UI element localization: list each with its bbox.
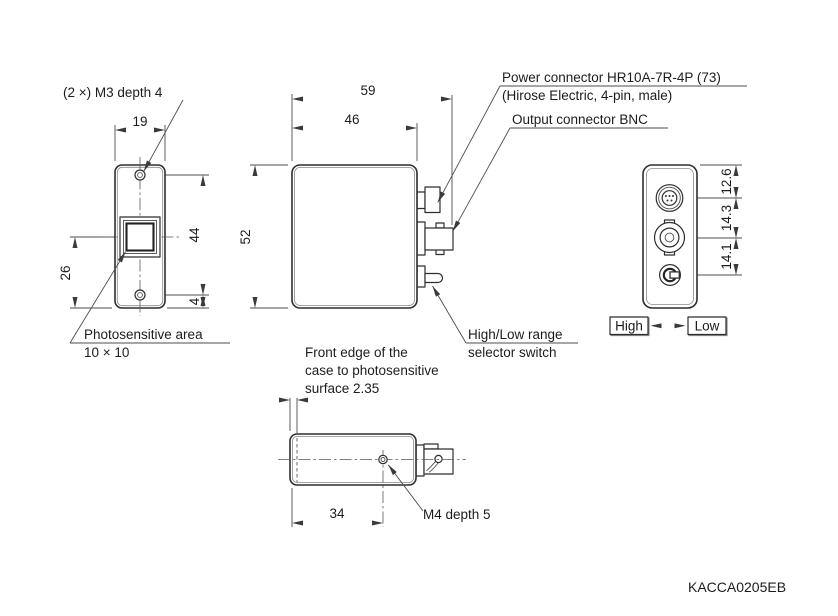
dim-text-14-1: 14.1 (719, 243, 734, 269)
top-view: Front edge of the case to photosensitive… (278, 345, 491, 527)
side-body-outline (291, 164, 418, 309)
note-front-edge-line1: Front edge of the (305, 345, 408, 360)
dim-text-12-6: 12.6 (719, 168, 734, 194)
label-low: Low (695, 319, 720, 334)
m4-hole (378, 454, 388, 465)
pin-dot (672, 195, 674, 197)
power-connector-side (416, 186, 441, 214)
leader-photosensitive (69, 251, 126, 344)
mounting-hole-bottom (134, 289, 146, 301)
dim-text-34: 34 (329, 506, 345, 521)
rear-body-chamfer (646, 168, 694, 305)
label-photosensitive-size: 10 × 10 (84, 345, 129, 360)
dim-text-26: 26 (58, 265, 73, 280)
top-body-chamfer (291, 435, 414, 483)
switch-lever-top (426, 461, 436, 472)
label-m3-depth: (2 ×) M3 depth 4 (63, 85, 163, 100)
dim-text-4: 4 (187, 297, 202, 305)
pin-dot (668, 195, 671, 197)
rear-view: 12.6 14.3 14.1 High Low (609, 164, 742, 336)
switch-lever-top (428, 462, 439, 473)
leader-range-switch (432, 285, 467, 344)
photosensitive-window (119, 216, 161, 258)
high-low-legend: High Low (609, 316, 727, 336)
side-body-chamfer (293, 166, 415, 306)
pin-dot (666, 199, 669, 202)
label-m4-depth: M4 depth 5 (423, 507, 491, 522)
dim-text-59: 59 (360, 83, 375, 98)
front-view: (2 ×) M3 depth 4 19 44 4 26 Photosensiti… (58, 85, 230, 360)
bnc-connector-rear (653, 219, 686, 256)
range-switch-side (416, 265, 444, 288)
mounting-hole-top (134, 169, 146, 181)
note-front-edge-line3: surface 2.35 (305, 381, 379, 396)
dim-text-14-3: 14.3 (719, 205, 734, 231)
label-photosensitive-area: Photosensitive area (84, 327, 203, 342)
switch-knob-top (434, 454, 443, 464)
label-high: High (615, 319, 643, 334)
label-range-switch-line1: High/Low range (468, 327, 563, 342)
low-box (687, 316, 727, 336)
pin-dot (665, 195, 667, 197)
power-connector-rear (655, 184, 684, 212)
label-range-switch-line2: selector switch (468, 345, 557, 360)
dim-text-44: 44 (187, 227, 202, 243)
part-code: KACCA0205EB (688, 579, 786, 595)
dim-text-52: 52 (238, 229, 253, 244)
label-power-connector-line2: (Hirose Electric, 4-pin, male) (502, 88, 672, 103)
range-switch-rear (658, 264, 681, 287)
leader-bnc-connector (452, 127, 511, 232)
note-front-edge-line2: case to photosensitive (305, 363, 439, 378)
pin-dot (670, 199, 673, 202)
leader-m4 (387, 464, 424, 512)
leader-m3 (143, 99, 184, 172)
dim-text-46: 46 (344, 112, 359, 127)
connectors-top (415, 443, 454, 477)
high-box (609, 316, 649, 336)
label-output-connector: Output connector BNC (512, 112, 648, 127)
dim-text-19: 19 (132, 114, 147, 129)
bnc-connector-side (416, 221, 454, 256)
side-view: 59 46 52 Power connector HR10A-7R-4P (73… (238, 70, 747, 360)
leader-power-connector (437, 85, 501, 203)
label-power-connector-line1: Power connector HR10A-7R-4P (73) (502, 70, 721, 85)
